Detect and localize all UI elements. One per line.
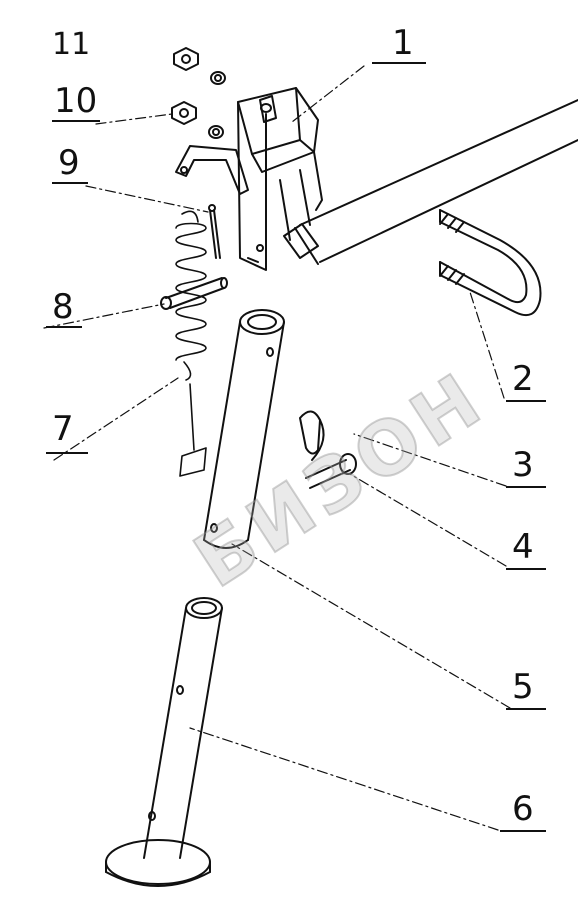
callout-1-underline xyxy=(372,62,426,64)
callout-8: 8 xyxy=(52,287,74,327)
callout-11: 11 xyxy=(52,27,91,62)
part-10-nut-washer xyxy=(171,101,224,139)
callout-6: 6 xyxy=(512,789,534,829)
callout-5-underline xyxy=(506,708,546,710)
callout-3-underline xyxy=(506,486,546,488)
callout-9-underline xyxy=(52,182,88,184)
part-11-nut-washer xyxy=(173,47,226,85)
callout-7: 7 xyxy=(52,409,74,449)
callout-10: 10 xyxy=(54,81,98,121)
part-8-pin xyxy=(160,277,228,310)
part-3-spring-clip xyxy=(299,410,325,461)
spring-bracket xyxy=(175,145,249,195)
frame-tube xyxy=(283,99,578,265)
part-5-upper-tube xyxy=(203,309,285,549)
part-1-clamp-bracket xyxy=(237,87,323,271)
callout-8-underline xyxy=(46,326,82,328)
part-2-u-bolt xyxy=(439,209,542,316)
part-7-coil-spring xyxy=(175,210,207,477)
callout-2-underline xyxy=(506,400,546,402)
callout-9: 9 xyxy=(58,143,80,183)
callout-1: 1 xyxy=(392,23,414,63)
callout-2: 2 xyxy=(512,359,534,399)
leader-lines xyxy=(43,65,511,831)
callout-4-underline xyxy=(506,568,546,570)
part-9-split-pin xyxy=(208,204,221,259)
callout-7-underline xyxy=(46,452,88,454)
callout-5: 5 xyxy=(512,667,534,707)
callout-10-underline xyxy=(52,120,100,122)
callout-4: 4 xyxy=(512,527,534,567)
part-4-clevis-pin xyxy=(305,453,357,489)
callout-6-underline xyxy=(500,830,546,832)
callout-3: 3 xyxy=(512,445,534,485)
part-6-lower-leg xyxy=(105,597,223,887)
